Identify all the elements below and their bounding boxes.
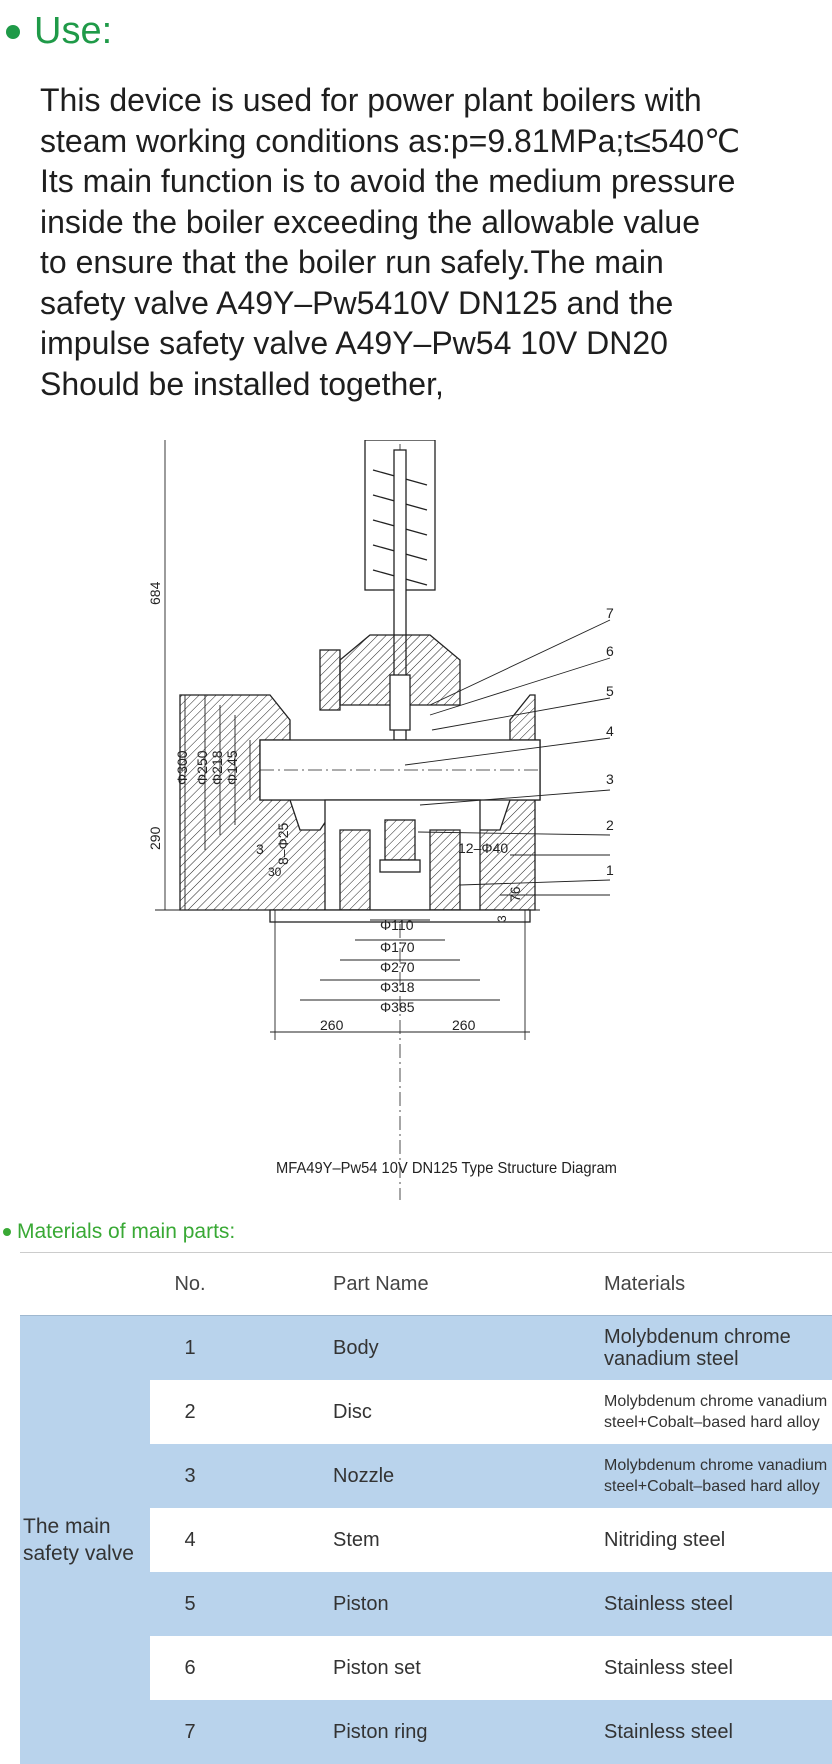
group-label: The main safety valve bbox=[20, 1316, 150, 1764]
row-part-name: Body bbox=[233, 1316, 594, 1381]
dim-290: 290 bbox=[147, 826, 163, 850]
dim-d145: Φ145 bbox=[224, 750, 240, 785]
row-part-name: Disc bbox=[233, 1380, 594, 1444]
bullet-dot-icon bbox=[3, 1228, 11, 1236]
dim-d318: Φ318 bbox=[380, 979, 415, 995]
row-no: 5 bbox=[150, 1572, 230, 1636]
callout-1: 1 bbox=[606, 862, 614, 878]
use-line: safety valve A49Y–Pw5410V DN125 and the bbox=[40, 283, 820, 324]
dim-w260b: 260 bbox=[452, 1017, 476, 1033]
use-heading: Use: bbox=[6, 10, 112, 53]
header-no: No. bbox=[150, 1253, 230, 1316]
header-materials: Materials bbox=[594, 1253, 832, 1316]
structure-diagram: 684 290 Φ300 Φ250 Φ218 Φ145 8–Φ25 3 30 1… bbox=[140, 440, 680, 1200]
callout-3: 3 bbox=[606, 771, 614, 787]
use-line: steam working conditions as:p=9.81MPa;t≤… bbox=[40, 121, 820, 162]
row-no: 7 bbox=[150, 1700, 230, 1764]
use-title: Use: bbox=[34, 10, 112, 53]
callout-4: 4 bbox=[606, 723, 614, 739]
row-no: 6 bbox=[150, 1636, 230, 1700]
row-no: 2 bbox=[150, 1380, 230, 1444]
row-material: Nitriding steel bbox=[594, 1508, 832, 1572]
use-line: impulse safety valve A49Y–Pw54 10V DN20 bbox=[40, 323, 820, 364]
dim-holes-right: 12–Φ40 bbox=[458, 840, 508, 856]
dim-d300: Φ300 bbox=[174, 750, 190, 785]
dim-thirty: 30 bbox=[268, 865, 282, 879]
row-material: Stainless steel bbox=[594, 1572, 832, 1636]
use-line: Its main function is to avoid the medium… bbox=[40, 161, 820, 202]
callout-5: 5 bbox=[606, 683, 614, 699]
materials-heading: Materials of main parts: bbox=[3, 1220, 235, 1244]
bullet-dot-icon bbox=[6, 25, 20, 39]
row-part-name: Piston set bbox=[233, 1636, 594, 1700]
row-material: Molybdenum chrome vanadium steel bbox=[594, 1316, 832, 1381]
callout-6: 6 bbox=[606, 643, 614, 659]
materials-title: Materials of main parts: bbox=[17, 1220, 235, 1244]
row-material: Molybdenum chrome vanadium steel+Cobalt–… bbox=[594, 1380, 832, 1444]
use-line: Should be installed together, bbox=[40, 364, 820, 405]
row-part-name: Piston ring bbox=[233, 1700, 594, 1764]
row-part-name: Piston bbox=[233, 1572, 594, 1636]
use-description: This device is used for power plant boil… bbox=[40, 80, 820, 404]
dim-three-right: 3 bbox=[495, 915, 509, 922]
row-part-name: Stem bbox=[233, 1508, 594, 1572]
materials-table: No. Part Name Materials The main safety … bbox=[20, 1252, 832, 1764]
row-no: 3 bbox=[150, 1444, 230, 1508]
row-material: Stainless steel bbox=[594, 1636, 832, 1700]
callout-7: 7 bbox=[606, 605, 614, 621]
dim-d250: Φ250 bbox=[194, 750, 210, 785]
dim-d170: Φ170 bbox=[380, 939, 415, 955]
use-line: inside the boiler exceeding the allowabl… bbox=[40, 202, 820, 243]
row-no: 4 bbox=[150, 1508, 230, 1572]
callout-2: 2 bbox=[606, 817, 614, 833]
dim-d218: Φ218 bbox=[209, 750, 225, 785]
header-part-name: Part Name bbox=[233, 1253, 594, 1316]
dim-d385: Φ385 bbox=[380, 999, 415, 1015]
use-line: to ensure that the boiler run safely.The… bbox=[40, 242, 820, 283]
row-material: Stainless steel bbox=[594, 1700, 832, 1764]
dim-d270: Φ270 bbox=[380, 959, 415, 975]
dim-w260a: 260 bbox=[320, 1017, 344, 1033]
dim-684: 684 bbox=[147, 581, 163, 605]
row-material: Molybdenum chrome vanadium steel+Cobalt–… bbox=[594, 1444, 832, 1508]
diagram-caption: MFA49Y–Pw54 10V DN125 Type Structure Dia… bbox=[276, 1160, 617, 1178]
use-line: This device is used for power plant boil… bbox=[40, 80, 820, 121]
dim-holes-left: 8–Φ25 bbox=[275, 822, 291, 865]
dim-d110: Φ110 bbox=[380, 917, 414, 933]
row-part-name: Nozzle bbox=[233, 1444, 594, 1508]
row-no: 1 bbox=[150, 1316, 230, 1381]
table-row: The main safety valve 1 Body Molybdenum … bbox=[20, 1316, 832, 1381]
dim-three-left: 3 bbox=[256, 841, 264, 857]
dim-76: 76 bbox=[507, 886, 523, 902]
